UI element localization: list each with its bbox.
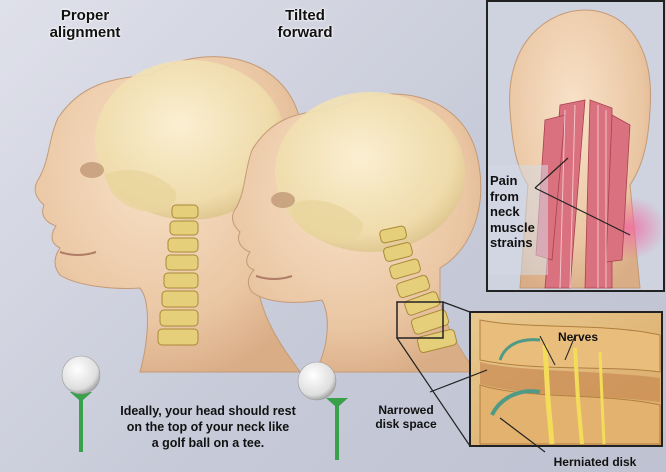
heading-proper-line-1: Proper <box>30 7 140 24</box>
pain-line-1: Pain <box>490 173 546 189</box>
nerves-label: Nerves <box>548 330 608 344</box>
caption-line-1: Ideally, your head should rest <box>98 403 318 419</box>
heading-proper-line-2: alignment <box>30 24 140 41</box>
narrowed-disk-label: Narrowed disk space <box>366 403 446 431</box>
heading-tilted-line-1: Tilted <box>255 7 355 24</box>
narrowed-line-2: disk space <box>366 417 446 431</box>
pain-line-3: neck <box>490 204 546 220</box>
pain-callout: Pain from neck muscle strains <box>490 173 546 251</box>
heading-tilted-forward: Tilted forward <box>255 7 355 41</box>
caption-line-3: a golf ball on a tee. <box>98 435 318 451</box>
heading-proper-alignment: Proper alignment <box>30 7 140 41</box>
pain-line-5: strains <box>490 235 546 251</box>
pain-line-4: muscle <box>490 220 546 236</box>
herniated-disk-label: Herniated disk <box>530 455 660 469</box>
golf-ball-tee-left <box>62 356 100 452</box>
caption-line-2: on the top of your neck like <box>98 419 318 435</box>
narrowed-line-1: Narrowed <box>366 403 446 417</box>
heading-tilted-line-2: forward <box>255 24 355 41</box>
golf-ball-caption: Ideally, your head should rest on the to… <box>98 403 318 451</box>
pain-line-2: from <box>490 189 546 205</box>
disk-detail-inset <box>430 312 662 452</box>
